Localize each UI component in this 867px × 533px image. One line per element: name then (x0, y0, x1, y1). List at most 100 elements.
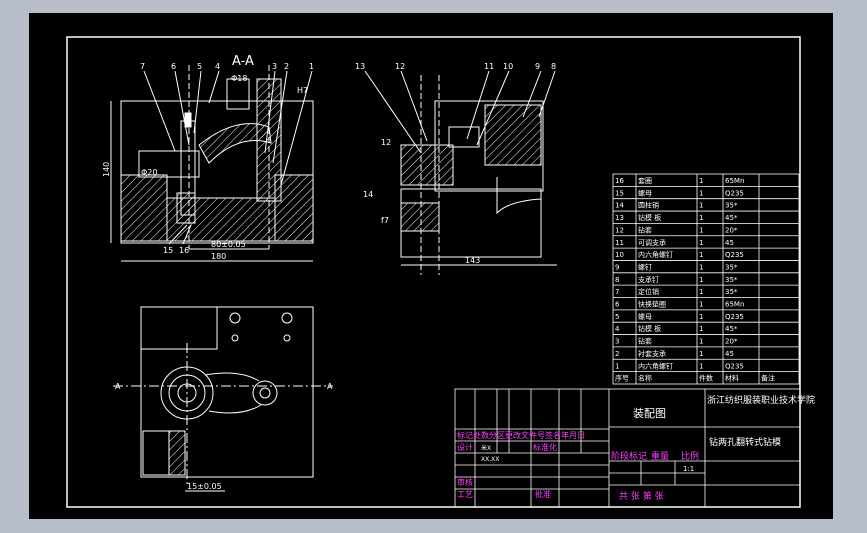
drawing-canvas[interactable]: A-A (29, 13, 833, 519)
side-view (364, 70, 557, 275)
callout-6: 6 (171, 62, 176, 71)
callout-10: 10 (503, 62, 513, 71)
parts-cell-material: 20* (725, 226, 738, 234)
parts-cell-no: 2 (615, 350, 619, 358)
section-mark-left: A (115, 382, 121, 391)
callout-15: 15 (163, 246, 173, 255)
parts-cell-no: 10 (615, 251, 624, 259)
section-view-a: A-A (110, 54, 314, 262)
parts-cell-name: 内六角螺钉 (638, 250, 673, 259)
parts-cell-qty: 1 (699, 288, 703, 296)
parts-cell-note: 备注 (761, 374, 775, 383)
parts-cell-no: 5 (615, 313, 619, 321)
designer-name: 米X (481, 444, 491, 452)
audit-label: 审核 (457, 477, 473, 487)
parts-cell-no: 13 (615, 214, 624, 222)
callout-9: 9 (535, 62, 540, 71)
parts-cell-name: 螺母 (638, 312, 652, 321)
parts-cell-name: 内六角螺钉 (638, 361, 673, 370)
parts-cell-qty: 1 (699, 301, 703, 309)
parts-cell-name: 名称 (638, 374, 652, 383)
callout-12: 12 (395, 62, 405, 71)
callout-11: 11 (484, 62, 494, 71)
parts-cell-qty: 1 (699, 325, 703, 333)
parts-cell-material: 65Mn (725, 301, 744, 309)
dim-f7: f7 (381, 216, 389, 225)
parts-cell-material: 65Mn (725, 177, 744, 185)
designer-label: 设计 (457, 442, 473, 452)
parts-cell-name: 套圈 (638, 176, 652, 185)
callout-8: 8 (551, 62, 556, 71)
title-block-text: 浙江纺织服装职业技术学院 装配图 钻两孔翻转式钻模 标记处数分区更改文件号签名年… (457, 394, 815, 502)
dim-14: 14 (363, 190, 373, 199)
parts-cell-qty: 1 (699, 189, 703, 197)
parts-cell-material: 20* (725, 338, 738, 346)
parts-cell-no: 16 (615, 177, 624, 185)
parts-cell-qty: 1 (699, 214, 703, 222)
parts-cell-qty: 1 (699, 350, 703, 358)
callout-4: 4 (215, 62, 220, 71)
dim-180: 180 (211, 252, 226, 261)
parts-cell-qty: 1 (699, 263, 703, 271)
parts-cell-no: 15 (615, 189, 624, 197)
parts-cell-name: 支承钉 (638, 275, 659, 284)
parts-cell-name: 定位销 (638, 287, 659, 296)
sheets: 共 张 第 张 (619, 490, 664, 502)
parts-cell-qty: 1 (699, 313, 703, 321)
scale-value: 1:1 (683, 465, 694, 473)
section-mark-right: A (327, 382, 333, 391)
callout-3: 3 (272, 62, 277, 71)
scale-label: 比例 (681, 450, 699, 462)
parts-cell-qty: 1 (699, 202, 703, 210)
process-label: 工艺 (457, 490, 473, 499)
date-value: XX.XX (481, 456, 499, 463)
parts-cell-material: Q235 (725, 251, 744, 259)
parts-cell-material: Q235 (725, 362, 744, 370)
parts-cell-no: 7 (615, 288, 619, 296)
dim-12: 12 (381, 138, 391, 147)
side-callouts: 13 12 11 10 9 8 143 14 f7 12 (355, 62, 556, 265)
parts-list (612, 173, 800, 385)
callout-5: 5 (197, 62, 202, 71)
parts-cell-qty: 1 (699, 239, 703, 247)
dim-h7: H7 (297, 86, 308, 95)
parts-cell-name: 钻模 板 (638, 324, 661, 333)
parts-cell-no: 11 (615, 239, 624, 247)
drawing-border (66, 36, 801, 508)
top-view (113, 306, 333, 492)
stage-label: 阶段标记 (611, 450, 647, 462)
parts-cell-qty: 1 (699, 362, 703, 370)
dim-phi20: Φ20 (141, 168, 157, 177)
parts-cell-qty: 1 (699, 276, 703, 284)
parts-cell-material: Q235 (725, 189, 744, 197)
drawing-svg: A-A (66, 36, 815, 508)
parts-cell-material: 45* (725, 325, 738, 333)
callout-1: 1 (309, 62, 314, 71)
parts-cell-no: 1 (615, 362, 619, 370)
parts-cell-material: 45 (725, 350, 734, 358)
weight-label: 重量 (651, 450, 669, 462)
approve-label: 批准 (535, 489, 551, 499)
part-name: 钻两孔翻转式钻模 (709, 436, 781, 448)
parts-cell-no: 9 (615, 263, 619, 271)
parts-cell-name: 钻套 (638, 337, 652, 346)
parts-cell-material: Q235 (725, 313, 744, 321)
parts-cell-name: 钻模 板 (638, 213, 661, 222)
school-name: 浙江纺织服装职业技术学院 (707, 394, 815, 406)
standard-label: 标准化 (533, 442, 557, 452)
callout-7: 7 (140, 62, 145, 71)
parts-cell-material: 45* (725, 214, 738, 222)
parts-cell-qty: 1 (699, 226, 703, 234)
top-view-labels: A A 15±0.05 (115, 382, 333, 491)
parts-cell-material: 35* (725, 288, 738, 296)
title-block (454, 388, 801, 508)
parts-cell-name: 螺母 (638, 188, 652, 197)
dim-phi18: Φ18 (231, 74, 247, 83)
parts-cell-qty: 件数 (699, 374, 713, 383)
parts-cell-name: 快换垫圈 (638, 300, 666, 309)
parts-cell-name: 衬套支承 (638, 349, 666, 358)
dim-80: 80±0.05 (211, 240, 246, 249)
parts-cell-no: 8 (615, 276, 619, 284)
parts-cell-name: 螺钉 (638, 262, 652, 271)
